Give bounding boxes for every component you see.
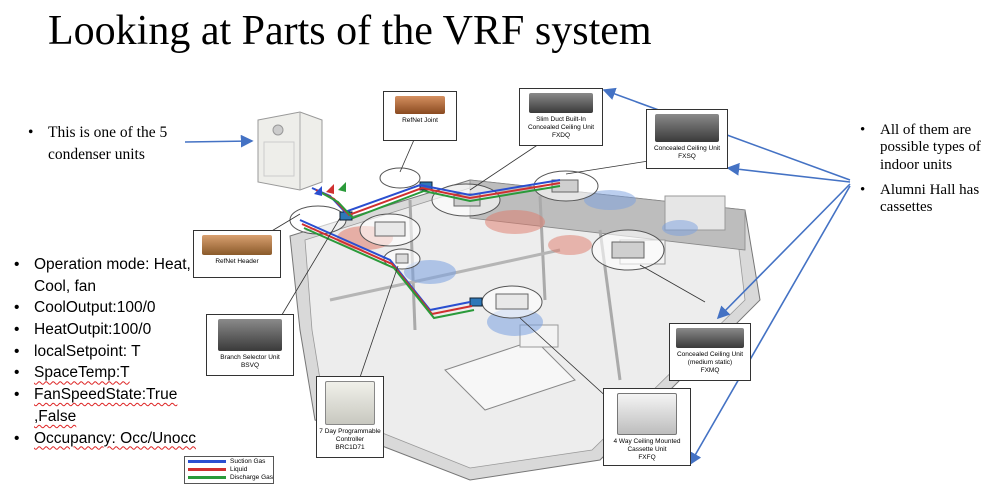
point-item: HeatOutpit:100/0 [12, 319, 212, 341]
conference-table [444, 339, 576, 411]
branch-selector-box [469, 297, 483, 307]
callout-label: FXFQ [638, 454, 656, 462]
discharge-arrow-icon [314, 186, 322, 196]
callout-concealed-fxmq: Concealed Ceiling Unit (medium static) F… [669, 323, 751, 381]
concealed-ceiling-image [655, 114, 719, 142]
callout-label: RefNet Header [215, 258, 259, 265]
callout-slim-duct: Slim Duct Built-In Concealed Ceiling Uni… [519, 88, 603, 146]
point-item: CoolOutput:100/0 [12, 297, 212, 319]
callout-label: Concealed Ceiling Unit [676, 351, 744, 358]
point-item: Operation mode: Heat, Cool, fan [12, 254, 212, 297]
legend-label: Suction Gas [230, 457, 266, 465]
callout-cassette-fxfq: 4 Way Ceiling Mounted Cassette Unit FXFQ [603, 388, 691, 466]
callout-label: Concealed Ceiling Unit [653, 145, 721, 152]
cool-airflow [662, 220, 698, 236]
point-text: CoolOutput:100/0 [34, 299, 156, 317]
indoor-units-notes: All of them are possible types of indoor… [858, 122, 986, 224]
callout-label: Concealed Ceiling Unit [527, 124, 595, 132]
refrigerant-lines [299, 179, 561, 320]
warm-airflow [485, 210, 545, 234]
callout-label: 4 Way Ceiling Mounted [613, 438, 681, 445]
arrow-to-fxsq [726, 162, 851, 183]
unit-highlight-circle [289, 205, 347, 235]
controller-image [325, 381, 375, 425]
callout-label: Cassette Unit [627, 446, 667, 454]
point-text: FanSpeedState:True ,False [34, 386, 178, 425]
refnet-header-image [202, 235, 272, 255]
control-points-list: Operation mode: Heat, Cool, fan CoolOutp… [12, 254, 212, 449]
point-item: Occupancy: Occ/Unocc [12, 428, 212, 450]
suction-gas-line [299, 219, 471, 312]
duct-unit-icon [611, 241, 645, 259]
cool-airflow [584, 190, 636, 210]
callout-label: BRC1D71 [335, 444, 365, 452]
arrow-to-fxmq [716, 183, 851, 320]
callout-label: BSVQ [240, 362, 260, 370]
cassette-unit-icon [495, 293, 529, 310]
legend-label: Discharge Gas [230, 473, 273, 481]
suction-arrow-icon [338, 182, 346, 192]
point-text: SpaceTemp:T [34, 364, 130, 382]
wall-controller-icon [395, 253, 409, 264]
callout-refnet-joint: RefNet Joint [383, 91, 457, 141]
unit-highlight-circle [379, 167, 421, 189]
callout-label: Slim Duct Built-In [536, 116, 586, 123]
callout-label: (medium static) [687, 359, 733, 367]
condenser-unit [257, 111, 323, 191]
cassette-unit-icon [374, 221, 406, 237]
refnet-joint-image [395, 96, 445, 114]
point-text: Operation mode: Heat, Cool, fan [34, 256, 191, 295]
callout-label: RefNet Joint [402, 117, 438, 124]
note-item: Alumni Hall has cassettes [858, 182, 986, 217]
discharge-gas-line [303, 227, 475, 320]
point-item: localSetpoint: T [12, 341, 212, 363]
legend-swatch [188, 475, 226, 479]
point-item: FanSpeedState:True ,False [12, 384, 212, 427]
branch-selector-image [218, 319, 282, 351]
condenser-note: This is one of the 5 condenser units [26, 122, 226, 167]
callout-label: Controller [335, 436, 365, 444]
liquid-line [301, 223, 473, 316]
refrigerant-legend: Suction Gas Liquid Discharge Gas [184, 456, 274, 484]
point-item: SpaceTemp:T [12, 362, 212, 384]
arrow-to-cassette [689, 185, 851, 466]
concealed-medium-static-image [676, 328, 744, 348]
slim-duct-image [529, 93, 593, 113]
legend-item: Discharge Gas [185, 473, 273, 481]
legend-swatch [188, 467, 226, 471]
liquid-arrow-icon [326, 184, 334, 194]
callout-label: Branch Selector Unit [220, 354, 280, 361]
point-text: HeatOutpit:100/0 [34, 321, 152, 339]
partition-wall [538, 195, 547, 301]
note-item: All of them are possible types of indoor… [858, 122, 986, 174]
slide-title: Looking at Parts of the VRF system [48, 8, 652, 54]
point-text: localSetpoint: T [34, 342, 141, 360]
callout-concealed-fxsq: Concealed Ceiling Unit FXSQ [646, 109, 728, 169]
callout-label: FXDQ [551, 132, 571, 140]
note-item: This is one of the 5 condenser units [26, 122, 226, 167]
warm-airflow [548, 235, 592, 255]
legend-label: Liquid [230, 465, 248, 473]
callout-label: FXSQ [678, 153, 696, 161]
discharge-gas-line [319, 185, 561, 220]
legend-item: Liquid [185, 465, 273, 473]
callout-controller: 7 Day Programmable Controller BRC1D71 [316, 376, 384, 458]
legend-item: Suction Gas [185, 457, 273, 465]
cassette-unit-image [617, 393, 677, 435]
callout-label: FXMQ [700, 367, 720, 375]
callout-label: 7 Day Programmable [319, 428, 381, 435]
point-text: Occupancy: Occ/Unocc [34, 429, 196, 447]
callout-branch-selector: Branch Selector Unit BSVQ [206, 314, 294, 376]
cool-airflow [404, 260, 456, 284]
legend-swatch [188, 459, 226, 463]
